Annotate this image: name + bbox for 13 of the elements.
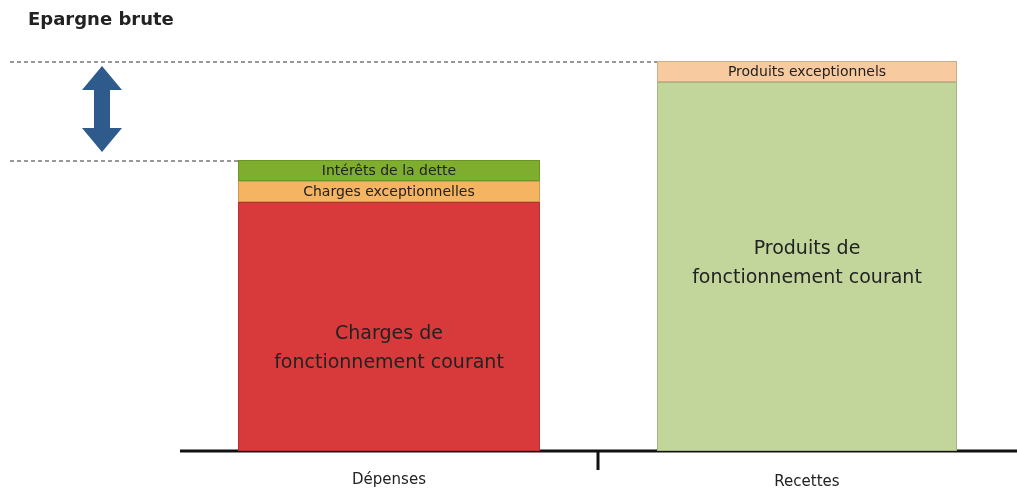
axis-label: Recettes	[774, 472, 840, 490]
bar-segment	[238, 202, 540, 451]
bar-label: Charges de fonctionnement courant	[273, 320, 505, 374]
title: Epargne brute	[28, 8, 174, 29]
axis-label: Dépenses	[352, 470, 426, 488]
bar-label: Produits exceptionnels	[727, 62, 887, 81]
bar-label: Charges exceptionnelles	[303, 182, 475, 201]
bar-band	[238, 160, 540, 181]
bar-band	[238, 181, 540, 202]
bar-segment	[657, 82, 957, 451]
bar-label: Intérêts de la dette	[321, 161, 457, 180]
bar-band	[657, 61, 957, 82]
bar-label: Produits de fonctionnement courant	[691, 235, 923, 289]
